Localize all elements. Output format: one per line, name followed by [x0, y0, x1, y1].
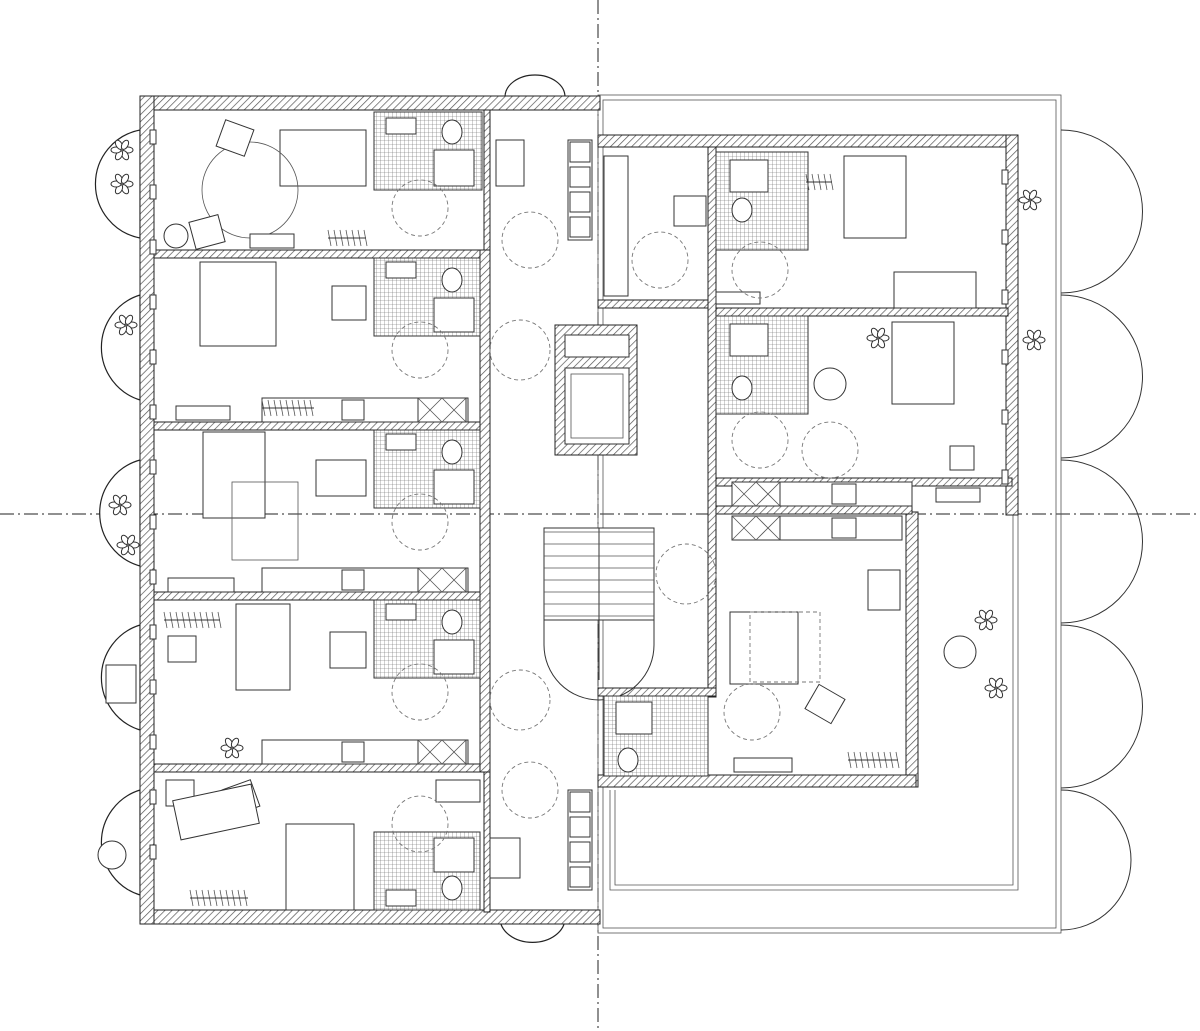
staircase — [543, 527, 655, 701]
wardrobes — [163, 173, 981, 907]
terrace-arcs — [1060, 129, 1143, 931]
bathrooms — [373, 111, 809, 911]
plants — [108, 139, 1046, 759]
door-swings — [391, 179, 859, 853]
elevator-core — [554, 324, 638, 456]
bay-windows — [499, 74, 566, 943]
kitchens — [261, 139, 913, 891]
beds — [199, 129, 977, 911]
tables — [97, 139, 977, 879]
windows — [149, 129, 1009, 860]
terrace-outline — [597, 94, 1062, 934]
armchairs — [165, 119, 975, 841]
